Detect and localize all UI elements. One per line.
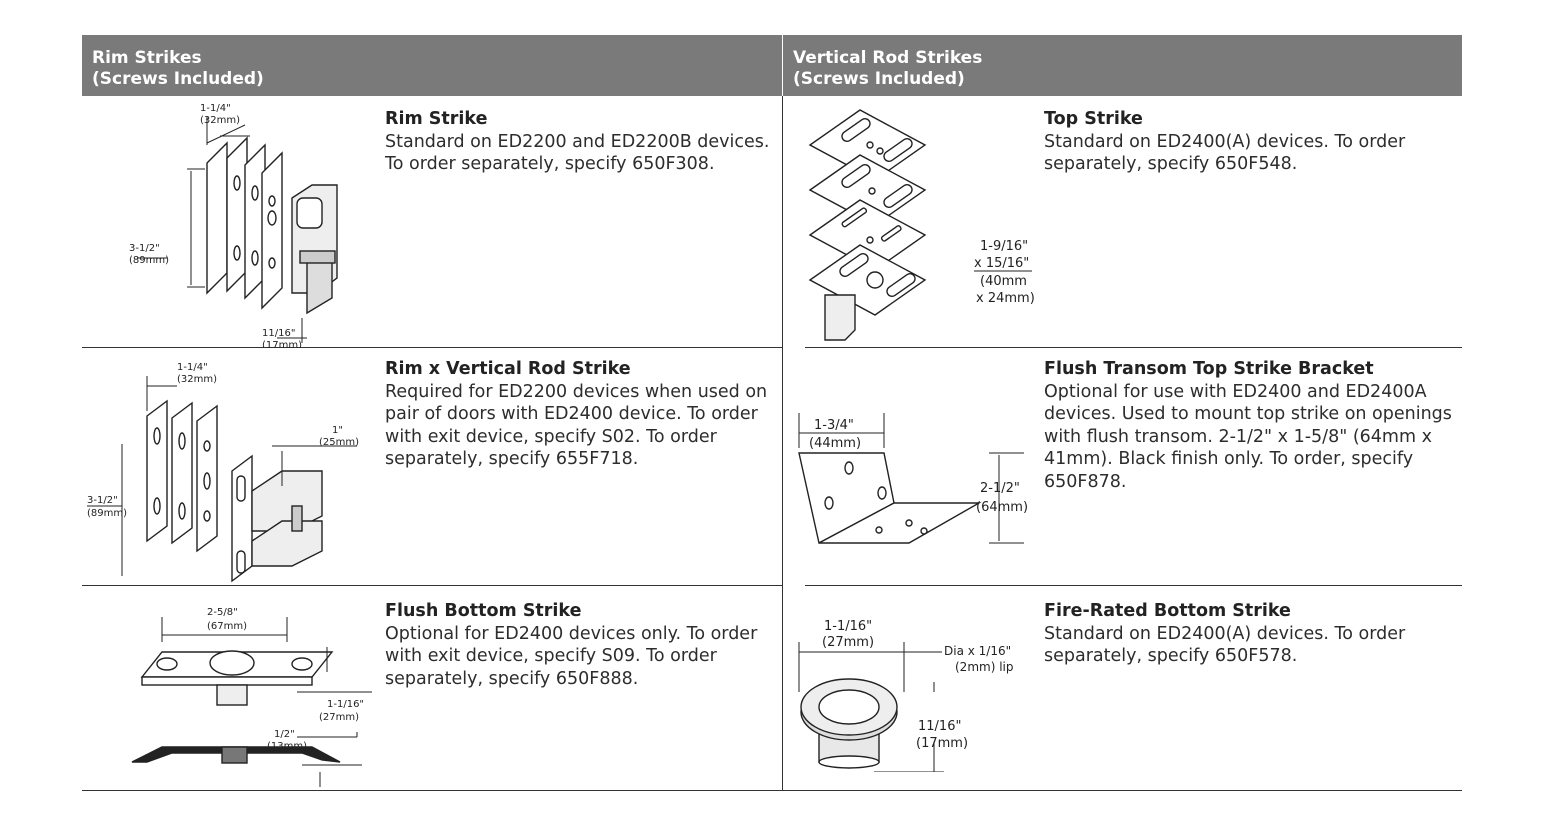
dim-width-mm: (67mm) [207, 621, 247, 632]
item-description: Standard on ED2400(A) devices. To order … [1044, 131, 1406, 175]
dim-line-3: (40mm [980, 274, 1027, 289]
dim-height: 1-1/16" [327, 699, 364, 710]
dim-height: 3-1/2" [129, 243, 160, 254]
dim-width: 1-1/4" [200, 103, 231, 114]
dim-line-1: 1-9/16" [980, 239, 1028, 254]
rim-x-vertical-rod-strike-diagram: 1-1/4" (32mm) 3-1/2" (89mm) 1" (25mm) [87, 362, 359, 583]
table-bottom-rule [82, 790, 1462, 791]
dim-width: 1-1/4" [177, 362, 208, 373]
dim-line-2: x 15/16" [974, 256, 1029, 271]
dim-height: 2-1/2" [980, 481, 1020, 496]
row-divider [82, 347, 782, 348]
dim-height: 3-1/2" [87, 495, 118, 506]
header-title: Vertical Rod Strikes [793, 48, 983, 68]
dim-width-mm: (32mm) [200, 115, 240, 126]
fire-rated-bottom-strike-diagram: 1-1/16" (27mm) Dia x 1/16" (2mm) lip 11/… [798, 619, 1013, 772]
dim-lip-mm: (2mm) lip [955, 660, 1013, 674]
dim-lip-mm: (13mm) [267, 741, 307, 752]
item-description: Optional for use with ED2400 and ED2400A… [1044, 381, 1452, 492]
dim-lip: Dia x 1/16" [944, 644, 1011, 658]
dim-width: 2-5/8" [207, 607, 238, 618]
item-title: Rim x Vertical Rod Strike [385, 359, 631, 379]
header-subtitle: (Screws Included) [793, 69, 965, 89]
flush-bottom-strike-text: Flush Bottom Strike Optional for ED2400 … [385, 600, 770, 690]
dim-depth-mm: (25mm) [319, 437, 359, 448]
dim-diameter: 1-1/16" [824, 619, 872, 634]
flush-transom-bracket-text: Flush Transom Top Strike Bracket Optiona… [1044, 358, 1464, 493]
row-divider [805, 585, 1462, 586]
item-title: Fire-Rated Bottom Strike [1044, 601, 1291, 621]
header-title: Rim Strikes [92, 48, 202, 68]
rim-x-vertical-rod-strike-text: Rim x Vertical Rod Strike Required for E… [385, 358, 775, 471]
top-strike-diagram: 1-9/16" x 15/16" (40mm x 24mm) [808, 109, 1035, 341]
dim-height-mm: (17mm) [916, 736, 968, 751]
dim-height-mm: (64mm) [976, 500, 1028, 515]
dim-height: 11/16" [918, 719, 961, 734]
item-description: Optional for ED2400 devices only. To ord… [385, 623, 758, 689]
top-strike-text: Top Strike Standard on ED2400(A) devices… [1044, 108, 1454, 176]
dim-depth-mm: (17mm) [262, 340, 302, 348]
dim-width-mm: (44mm) [809, 436, 861, 451]
header-subtitle: (Screws Included) [92, 69, 264, 89]
dim-height-mm: (89mm) [87, 508, 127, 519]
dim-width: 1-3/4" [814, 418, 854, 433]
dim-height-mm: (89mm) [129, 255, 169, 266]
rim-strike-text: Rim Strike Standard on ED2200 and ED2200… [385, 108, 770, 176]
dim-lip: 1/2" [274, 729, 295, 740]
column-divider [782, 96, 783, 790]
item-description: Standard on ED2200 and ED2200B devices. … [385, 131, 770, 175]
row-divider [805, 347, 1462, 348]
header-vertical-rod-strikes: Vertical Rod Strikes (Screws Included) [783, 35, 1462, 96]
item-title: Flush Transom Top Strike Bracket [1044, 359, 1374, 379]
item-title: Rim Strike [385, 109, 488, 129]
dim-depth: 11/16" [262, 328, 295, 339]
item-description: Standard on ED2400(A) devices. To order … [1044, 623, 1406, 667]
dim-depth: 1" [332, 425, 343, 436]
flush-bottom-strike-diagram: 2-5/8" (67mm) 1-1/16" (27mm) 1/2" (13mm) [131, 607, 372, 787]
dim-diameter-mm: (27mm) [822, 635, 874, 650]
item-description: Required for ED2200 devices when used on… [385, 381, 768, 470]
dim-width-mm: (32mm) [177, 374, 217, 385]
item-title: Top Strike [1044, 109, 1143, 129]
rim-strike-diagram: 1-1/4" (32mm) 3-1/2" (89mm) 11/16" (17mm… [129, 103, 338, 348]
dim-line-4: x 24mm) [976, 291, 1035, 306]
row-divider [82, 585, 782, 586]
flush-transom-bracket-diagram: 1-3/4" (44mm) 2-1/2" (64mm) [798, 413, 1028, 545]
fire-rated-bottom-strike-text: Fire-Rated Bottom Strike Standard on ED2… [1044, 600, 1454, 668]
item-title: Flush Bottom Strike [385, 601, 582, 621]
header-rim-strikes: Rim Strikes (Screws Included) [82, 35, 782, 96]
dim-height-mm: (27mm) [319, 712, 359, 723]
